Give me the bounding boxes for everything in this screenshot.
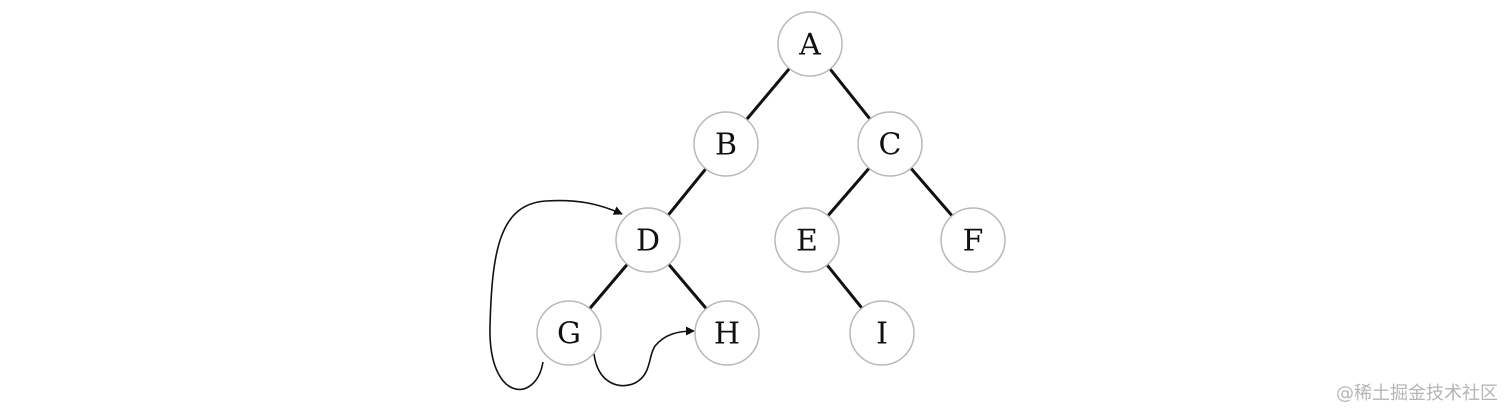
- thread-arrow-g-to-h: [593, 326, 695, 387]
- node-i-label: I: [876, 317, 888, 352]
- edge-a-b: [745, 67, 791, 121]
- node-i-circle: [849, 300, 915, 366]
- node-f-circle: [940, 207, 1006, 273]
- node-h-circle: [694, 300, 760, 366]
- node-e: E: [774, 207, 840, 273]
- edge-e-i: [825, 263, 864, 310]
- node-e-label: E: [796, 224, 818, 259]
- edge-d-h: [667, 263, 708, 310]
- edge-c-f: [909, 167, 954, 217]
- node-a-circle: [777, 11, 843, 77]
- node-g-label: G: [557, 317, 581, 352]
- tree-nodes: A B C D E F G H: [536, 11, 1006, 366]
- watermark-text: @稀土掘金技术社区: [1336, 383, 1498, 404]
- tree-edges: [588, 67, 954, 310]
- node-b-label: B: [715, 128, 737, 163]
- thread-arrow-g-to-d: [489, 199, 623, 391]
- node-h: H: [694, 300, 760, 366]
- node-g: G: [536, 300, 602, 366]
- node-h-label: H: [714, 317, 740, 352]
- node-e-circle: [774, 207, 840, 273]
- edge-a-c: [828, 68, 872, 120]
- node-f-label: F: [963, 224, 984, 259]
- node-d-label: D: [636, 224, 660, 259]
- node-d-circle: [615, 207, 681, 273]
- node-c: C: [857, 111, 923, 177]
- node-d: D: [615, 207, 681, 273]
- node-b: B: [693, 111, 759, 177]
- edge-b-d: [667, 167, 707, 217]
- thread-arrows: [489, 199, 695, 391]
- edge-d-g: [588, 263, 629, 310]
- node-b-circle: [693, 111, 759, 177]
- node-g-circle: [536, 300, 602, 366]
- node-a-label: A: [798, 28, 821, 63]
- node-f: F: [940, 207, 1006, 273]
- node-c-circle: [857, 111, 923, 177]
- node-c-label: C: [879, 128, 902, 163]
- node-a: A: [777, 11, 843, 77]
- node-i: I: [849, 300, 915, 366]
- edge-c-e: [826, 167, 871, 217]
